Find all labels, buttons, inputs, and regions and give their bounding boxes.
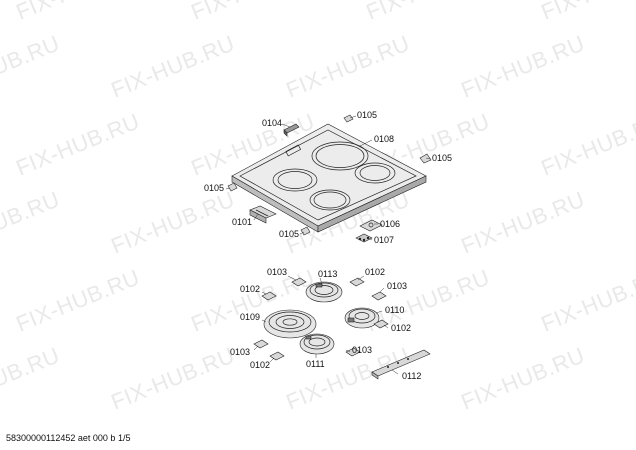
callout-0102-right: 0102 [391, 323, 411, 333]
cooking-zone-right [354, 162, 396, 184]
callout-0103-right: 0103 [387, 281, 407, 291]
part-0101 [249, 205, 277, 224]
part-0107 [355, 233, 373, 243]
clip-0102-top-right [349, 277, 365, 287]
callout-0102-top-right: 0102 [365, 267, 385, 277]
callout-0109: 0109 [240, 312, 260, 322]
heating-element-0111 [299, 333, 335, 355]
cooking-zone-front [309, 189, 351, 211]
part-0105-left [227, 182, 238, 192]
part-0112 [371, 349, 431, 380]
callout-0113: 0113 [318, 269, 337, 279]
part-0104 [283, 123, 300, 137]
heating-element-0109 [263, 309, 317, 339]
clip-0103-top [291, 277, 307, 287]
clip-0102-left [269, 351, 285, 361]
callout-0104: 0104 [262, 118, 282, 128]
callout-0102-top-left: 0102 [240, 284, 260, 294]
callout-0106: 0106 [380, 219, 400, 229]
part-0105-rear [343, 114, 354, 123]
callout-0105-right: 0105 [432, 153, 452, 163]
callout-0103-top: 0103 [267, 267, 287, 277]
callout-0105-front: 0105 [279, 229, 299, 239]
part-0105-right [419, 153, 432, 164]
callout-0101: 0101 [232, 217, 252, 227]
callout-0103-left: 0103 [230, 347, 250, 357]
heating-element-0113 [305, 281, 343, 303]
clip-0102-top-left [261, 291, 277, 301]
heating-element-0110 [344, 307, 380, 329]
callout-0112: 0112 [402, 371, 421, 381]
callout-labels: 0104 0105 0108 0105 0105 0101 0105 0106 … [204, 110, 452, 381]
part-0106 [359, 219, 383, 232]
clip-0103-left [253, 339, 269, 349]
callout-0102-left: 0102 [250, 360, 270, 370]
callout-0107: 0107 [374, 235, 394, 245]
callout-0105-rear: 0105 [357, 110, 377, 120]
callout-0108: 0108 [374, 134, 394, 144]
callout-0111: 0111 [306, 359, 325, 369]
callout-0103-bottom: 0103 [352, 345, 372, 355]
cooking-zone-rear-large [311, 141, 369, 171]
clip-0103-bottom [345, 347, 361, 357]
clip-0103-right [371, 291, 387, 301]
cooking-zone-left [272, 168, 318, 192]
callout-0110: 0110 [385, 305, 404, 315]
document-footer: 58300000112452 aet 000 b 1/5 [6, 433, 131, 443]
part-0105-front [300, 226, 311, 236]
clip-0102-right [373, 319, 389, 329]
callout-0105-left: 0105 [204, 183, 224, 193]
leader-lines [225, 115, 431, 375]
ceramic-hob-top [231, 123, 427, 233]
